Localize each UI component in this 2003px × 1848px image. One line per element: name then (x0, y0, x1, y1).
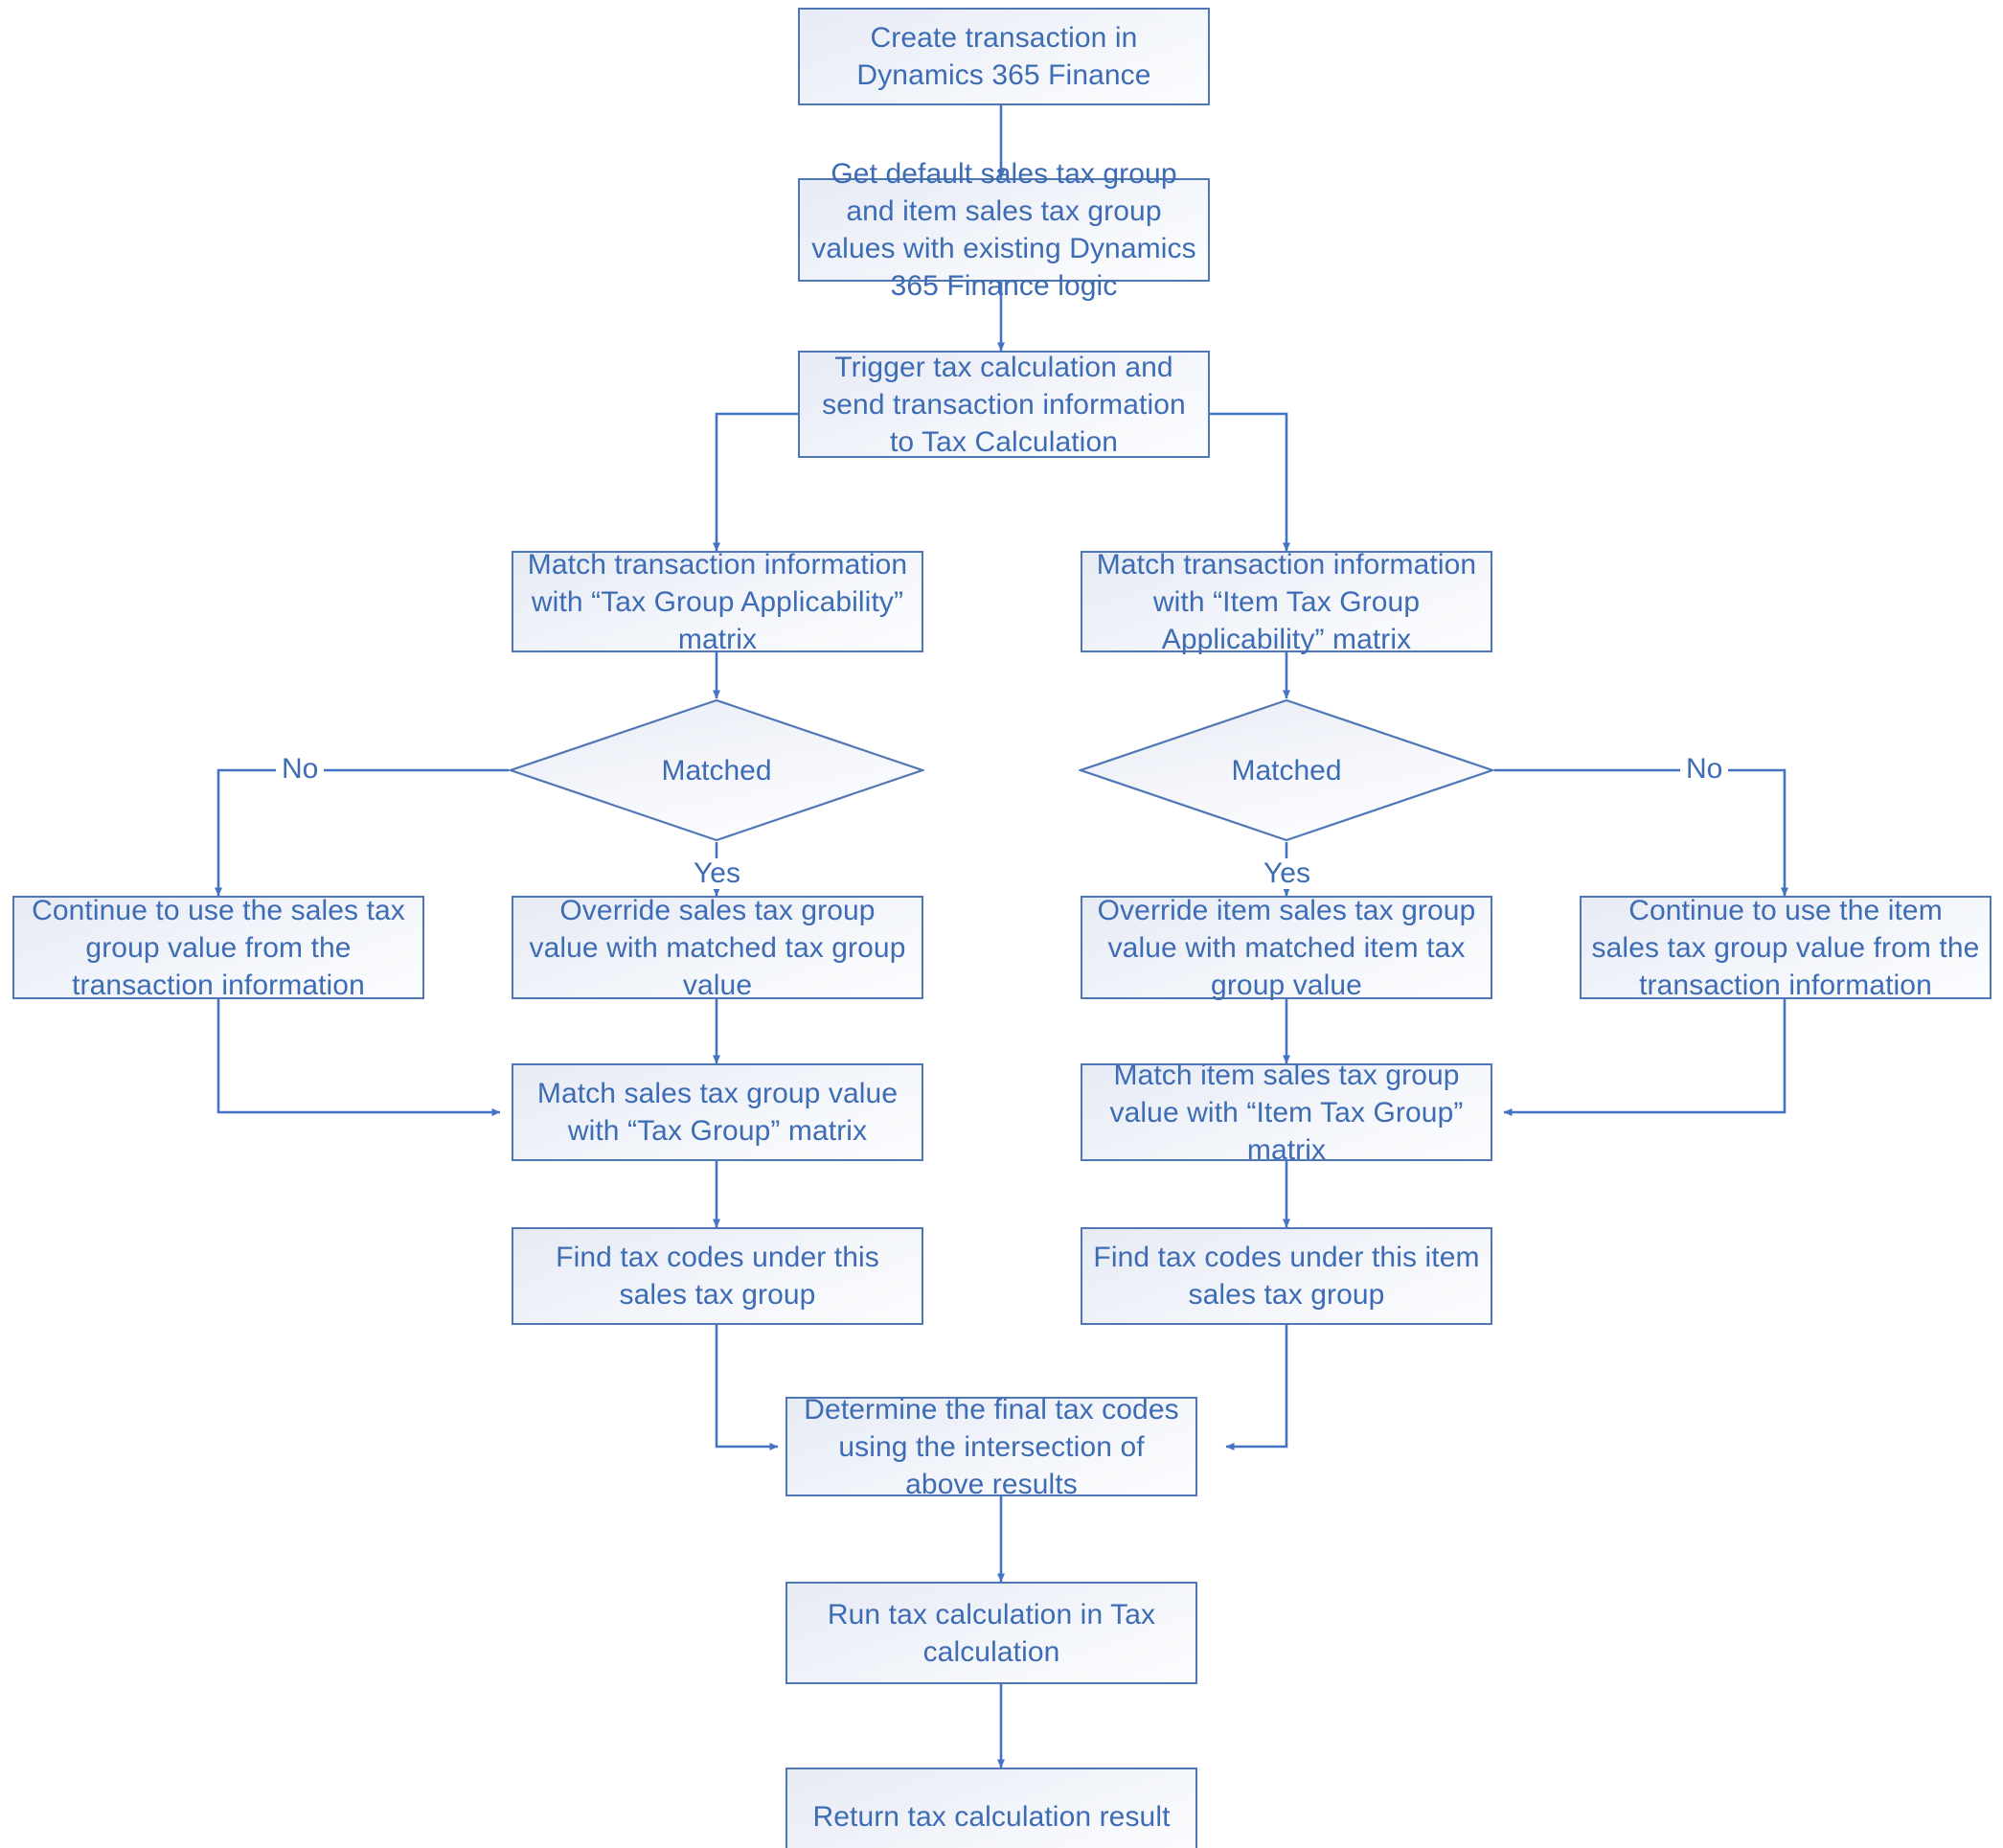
node-override-sales-tax-group[interactable]: Override sales tax group value with matc… (512, 895, 923, 1001)
edge-continue-item-to-match-matrix (1503, 999, 1787, 1116)
node-return-tax-calculation-result[interactable]: Return tax calculation result (785, 1768, 1197, 1848)
edge-label-right-yes: Yes (1258, 858, 1316, 889)
edge-findcodes-to-determine (715, 1325, 779, 1450)
decision-left-label: Matched (661, 754, 772, 787)
edge-left-no (215, 768, 509, 897)
diamond-shape-right (1079, 698, 1494, 842)
node-match-tax-group-applicability[interactable]: Match transaction information with “Tax … (512, 549, 923, 655)
node-decision-matched-left[interactable]: Matched (509, 698, 924, 842)
node-run-tax-calculation[interactable]: Run tax calculation in Tax calculation (785, 1582, 1197, 1684)
node-find-tax-codes-sales[interactable]: Find tax codes under this sales tax grou… (512, 1227, 923, 1325)
node-create-transaction[interactable]: Create transaction in Dynamics 365 Finan… (798, 8, 1210, 105)
diamond-shape-left (509, 698, 924, 842)
node-find-tax-codes-item[interactable]: Find tax codes under this item sales tax… (1081, 1227, 1492, 1325)
edge-continue-to-match-matrix (216, 999, 501, 1116)
node-continue-item-sales-tax-group[interactable]: Continue to use the item sales tax group… (1580, 895, 1992, 1001)
node-determine-final-tax-codes[interactable]: Determine the final tax codes using the … (785, 1394, 1197, 1500)
node-match-tax-group-matrix[interactable]: Match sales tax group value with “Tax Gr… (512, 1063, 923, 1161)
node-get-defaults[interactable]: Get default sales tax group and item sal… (798, 158, 1210, 302)
node-match-item-tax-group-applicability[interactable]: Match transaction information with “Item… (1081, 549, 1492, 655)
node-decision-matched-right[interactable]: Matched (1079, 698, 1494, 842)
node-trigger-tax-calculation[interactable]: Trigger tax calculation and send transac… (798, 351, 1210, 458)
edge-label-left-yes: Yes (688, 858, 746, 889)
node-match-item-tax-group-matrix[interactable]: Match item sales tax group value with “I… (1081, 1060, 1492, 1166)
node-override-item-sales-tax-group[interactable]: Override item sales tax group value with… (1081, 895, 1492, 1001)
edge-label-left-no: No (276, 754, 325, 785)
edge-item-findcodes-to-determine (1225, 1325, 1288, 1450)
node-continue-sales-tax-group[interactable]: Continue to use the sales tax group valu… (12, 895, 424, 1001)
decision-right-label: Matched (1231, 754, 1342, 787)
edge-right-no (1494, 768, 1788, 897)
edge-label-right-no: No (1680, 754, 1729, 785)
